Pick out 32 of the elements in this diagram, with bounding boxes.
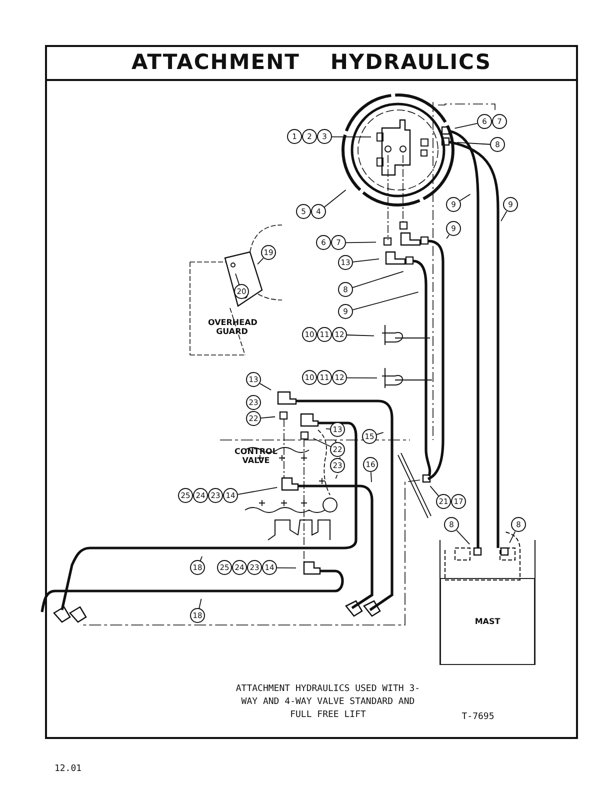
leader-line: [456, 142, 490, 145]
leader-line: [346, 334, 374, 336]
leader-line: [312, 438, 332, 448]
leader-line: [352, 270, 404, 288]
leader-line: [446, 234, 450, 239]
leader-line: [260, 416, 276, 419]
leader-line: [346, 377, 378, 378]
leader-line: [456, 530, 470, 545]
mast-box: MAST: [440, 578, 535, 665]
leader-line: [454, 122, 478, 129]
leader-line: [500, 210, 508, 222]
leader-line: [260, 383, 272, 390]
leader-line: [235, 273, 240, 286]
leader-line: [257, 258, 264, 265]
leader-line: [276, 567, 296, 568]
leader-line: [352, 258, 380, 262]
leader-line: [237, 486, 278, 495]
leader-line: [370, 472, 372, 482]
leader-line: [509, 531, 516, 544]
leader-line: [459, 194, 471, 202]
caption: ATTACHMENT HYDRAULICS USED WITH 3-WAY AND 4-WAY VALVE STANDARD AND FULL FREE LIFT: [234, 683, 422, 722]
leader-line: [324, 190, 346, 208]
leader-line: [352, 292, 419, 310]
part-label: OVERHEAD GUARD: [208, 318, 256, 336]
leader-line: [430, 486, 440, 497]
leader-line: [346, 242, 376, 244]
leader-line: [198, 598, 202, 609]
title: ATTACHMENT HYDRAULICS: [130, 50, 492, 74]
leader-line: [376, 432, 384, 435]
page-number: 12.01: [53, 764, 83, 774]
drawing-number: T-7695: [460, 712, 496, 722]
leader-line: [326, 428, 330, 430]
